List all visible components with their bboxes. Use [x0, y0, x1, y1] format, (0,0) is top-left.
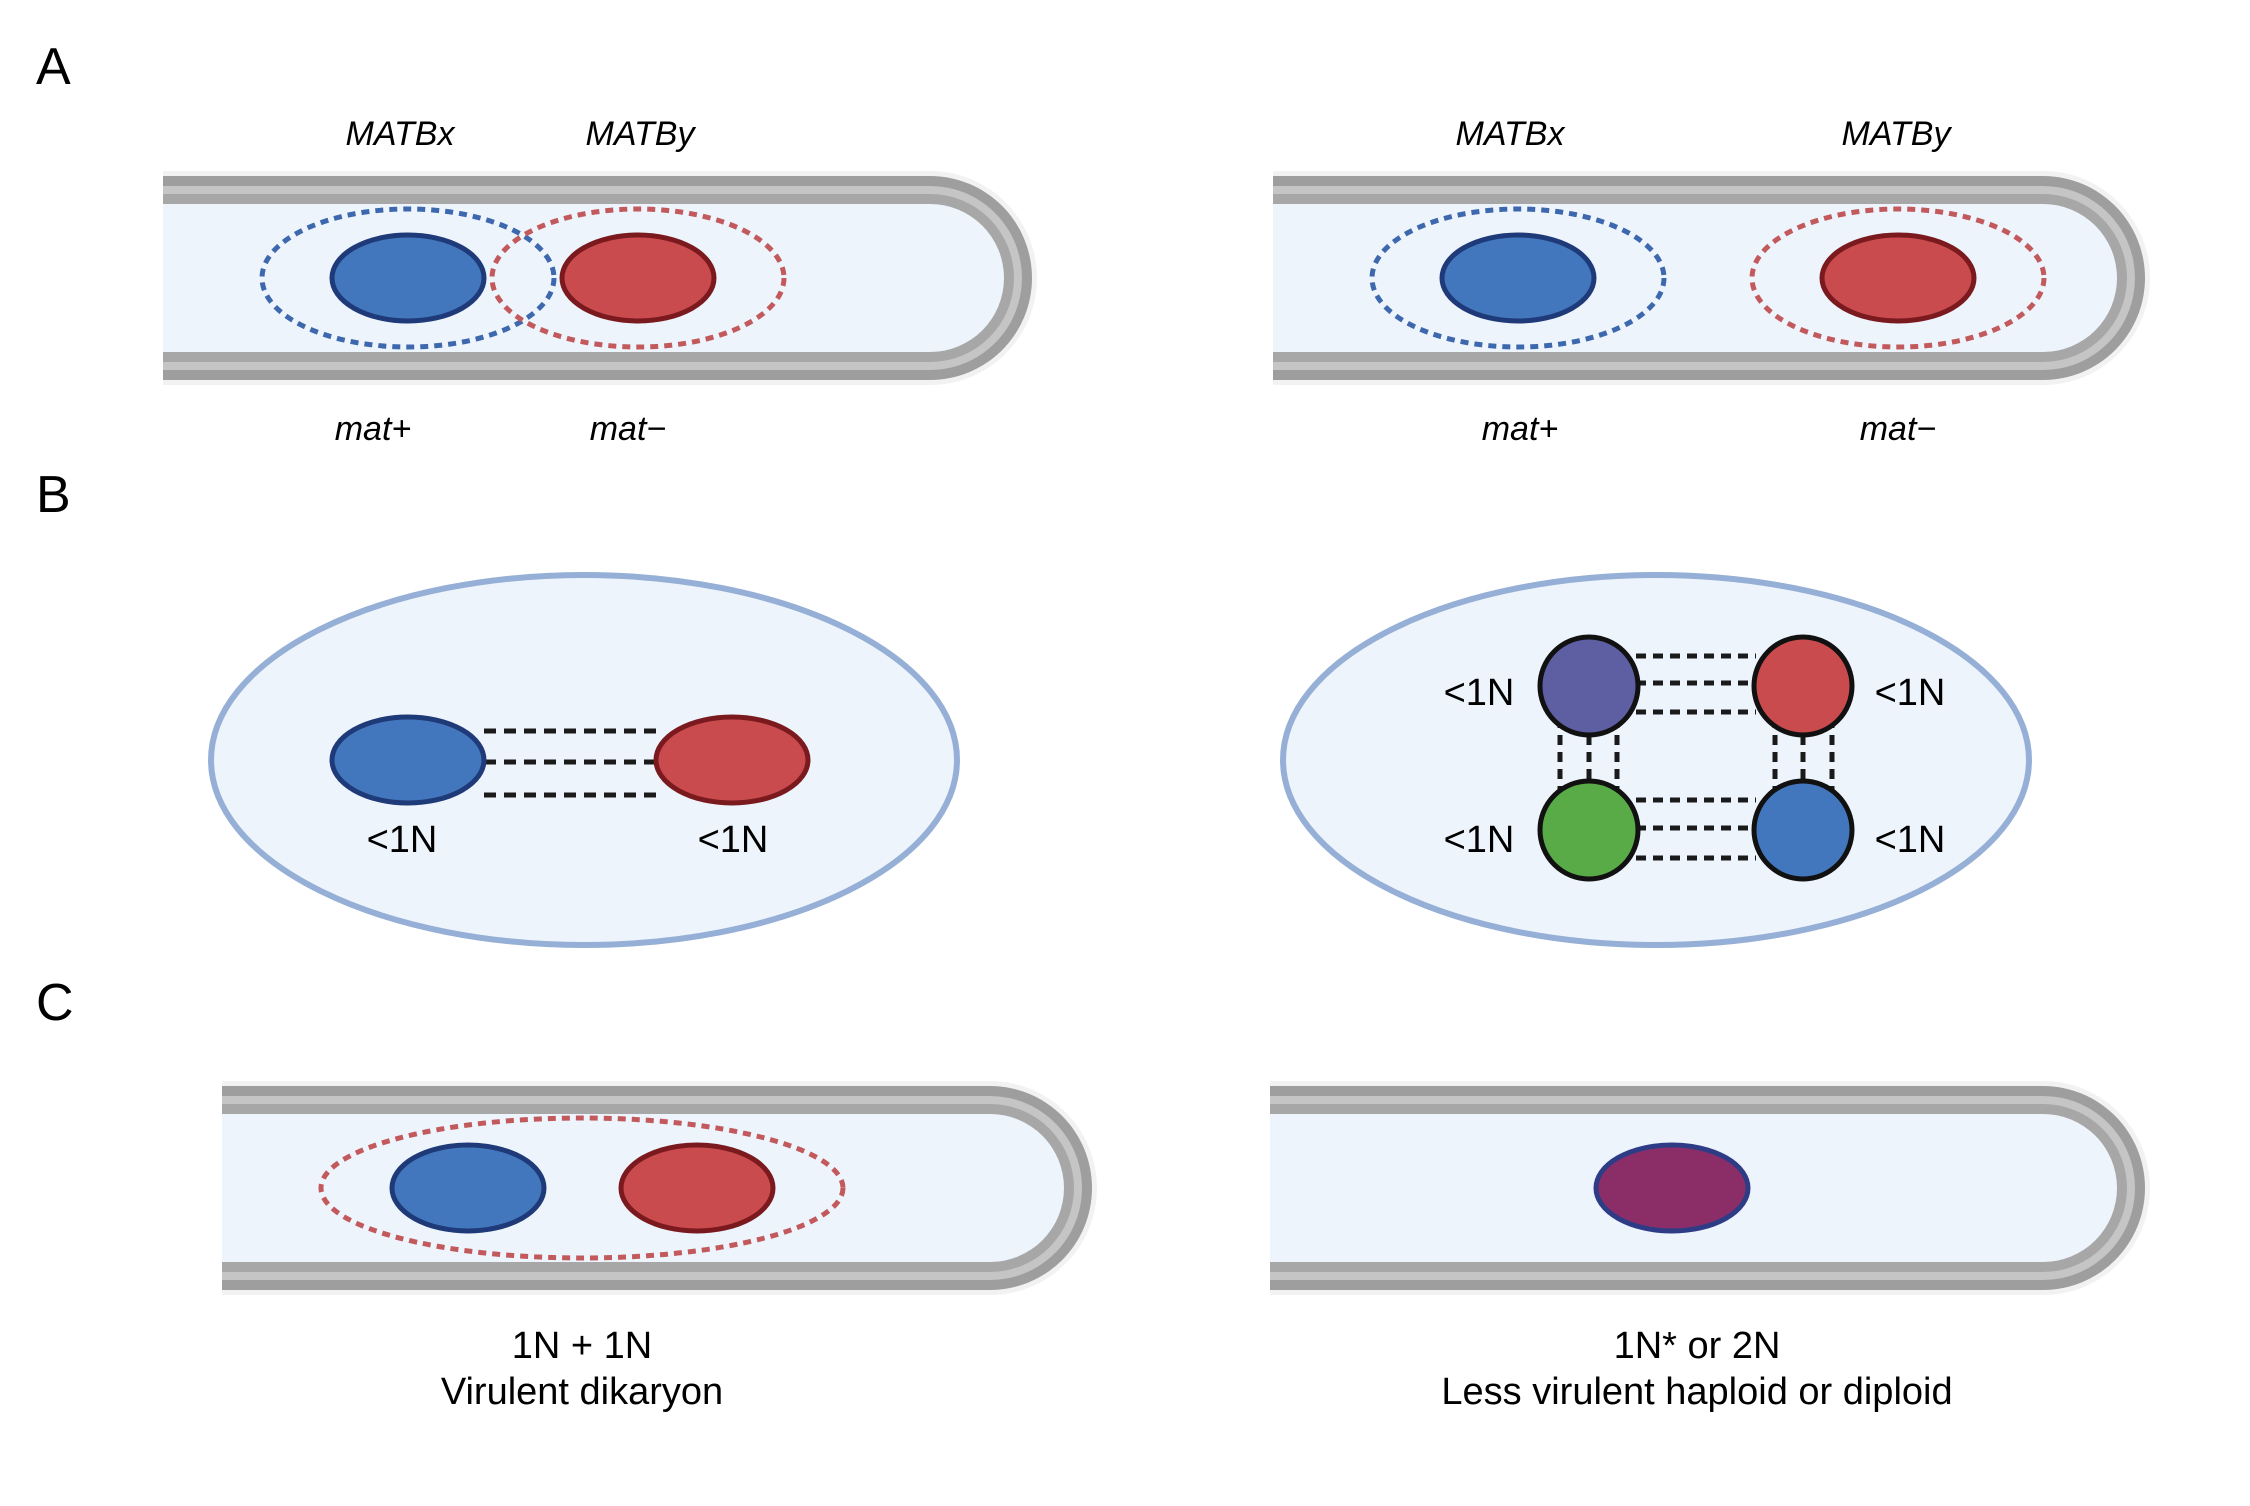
green-nucleus	[1537, 778, 1641, 882]
phenotype-caption: Less virulent haploid or diploid	[1441, 1371, 1952, 1413]
panel-c-letter: C	[36, 974, 74, 1032]
ploidy-label: <1N	[1444, 672, 1515, 714]
matby-domain-outline	[1749, 206, 2047, 350]
mat-plus-label: mat+	[335, 410, 412, 448]
matby-domain-outline	[489, 206, 787, 350]
matby-label: MATBy	[586, 115, 697, 153]
ploidy-label: <1N	[1444, 819, 1515, 861]
ploidy-label: <1N	[367, 819, 438, 861]
panel-c-right-hypha	[1270, 1081, 2150, 1295]
mat-plus-label: mat+	[1482, 410, 1559, 448]
ploidy-label: <1N	[1875, 672, 1946, 714]
matbx-label: MATBx	[1456, 115, 1566, 153]
panel-c-left-hypha	[222, 1081, 1097, 1295]
shared-domain-outline	[318, 1115, 846, 1261]
nuclear-connectors	[1557, 653, 1835, 861]
panel-b-left-cell	[208, 572, 960, 948]
red-nucleus	[618, 1142, 776, 1234]
ploidy-caption: 1N* or 2N	[1614, 1325, 1781, 1367]
blue-nucleus	[1439, 232, 1597, 324]
red-nucleus	[653, 714, 811, 806]
matbx-label: MATBx	[346, 115, 456, 153]
yeast-cell	[1280, 572, 2032, 948]
phenotype-caption: Virulent dikaryon	[441, 1371, 723, 1413]
red-nucleus	[559, 232, 717, 324]
panel-b-letter: B	[36, 466, 71, 524]
ploidy-label: <1N	[698, 819, 769, 861]
panel-a-right-hypha	[1273, 171, 2150, 385]
mat-minus-label: mat−	[1860, 410, 1937, 448]
blue-nucleus	[1751, 778, 1855, 882]
panel-a-left-hypha	[163, 171, 1037, 385]
matbx-domain-outline	[259, 206, 557, 350]
blue-nucleus	[329, 714, 487, 806]
ploidy-caption: 1N + 1N	[512, 1325, 652, 1367]
blue-nucleus	[329, 232, 487, 324]
red-nucleus	[1819, 232, 1977, 324]
fused-nucleus	[1593, 1142, 1751, 1234]
panel-a-letter: A	[36, 38, 71, 96]
ploidy-label: <1N	[1875, 819, 1946, 861]
matby-label: MATBy	[1842, 115, 1953, 153]
panel-b-right-cell	[1280, 572, 2032, 948]
nuclear-connectors	[484, 728, 664, 798]
blue-nucleus	[389, 1142, 547, 1234]
red-nucleus	[1751, 634, 1855, 738]
matbx-domain-outline	[1369, 206, 1667, 350]
mat-minus-label: mat−	[590, 410, 667, 448]
purple-nucleus	[1537, 634, 1641, 738]
